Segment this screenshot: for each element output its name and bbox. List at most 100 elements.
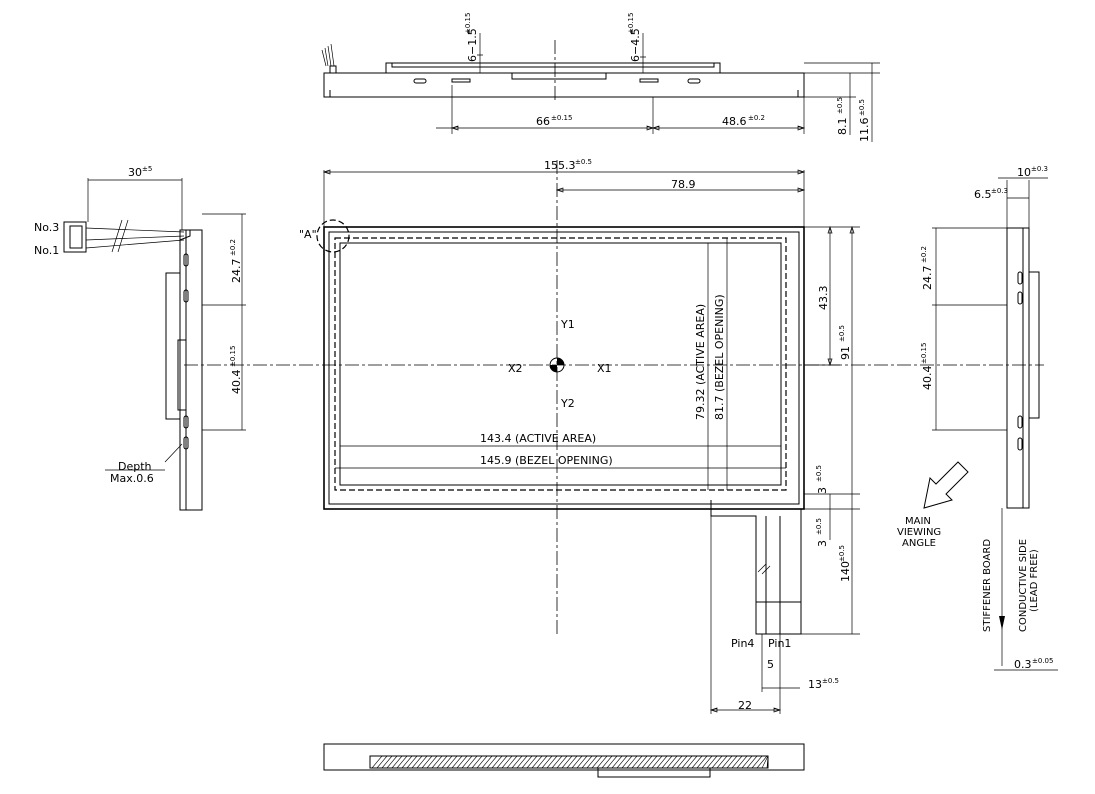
hatch-line: [696, 755, 708, 769]
dim-8-1-tol: ±0.5: [836, 97, 844, 114]
no1-label: No.1: [34, 244, 59, 257]
hatch-line: [766, 755, 769, 769]
stiffener-board-label: STIFFENER BOARD: [982, 539, 993, 632]
hatch-line: [406, 755, 418, 769]
hatch-line: [381, 755, 393, 769]
hatch-line: [441, 755, 453, 769]
hatch-line: [421, 755, 433, 769]
dim-40-4: 40.4: [230, 370, 243, 395]
axis-y1: Y1: [560, 318, 575, 331]
hatch-line: [451, 755, 463, 769]
hatch-line: [701, 755, 713, 769]
dim-22: 22: [738, 699, 752, 712]
hatch-line: [376, 755, 388, 769]
dim-30-tol: ±5: [142, 165, 152, 173]
dim-10-tol: ±0.3: [1031, 165, 1048, 173]
dim-155-3: 155.3: [544, 159, 576, 172]
dim-10: 10: [1017, 166, 1031, 179]
hatch-line: [666, 755, 678, 769]
hatch-line: [386, 755, 398, 769]
hatch-line: [761, 755, 769, 769]
hatch-line: [651, 755, 663, 769]
dim-6-4-5: 6−4.5: [629, 28, 642, 62]
hatch-line: [511, 755, 523, 769]
axis-y2: Y2: [560, 397, 575, 410]
dim-3-bottom-tol: ±0.5: [815, 518, 823, 535]
hatch-line: [531, 755, 543, 769]
dim-3-bottom: 3: [816, 540, 829, 547]
hatch-line: [706, 755, 718, 769]
dim-40-4-tol: ±0.15: [229, 346, 237, 367]
front-view: [184, 160, 1044, 714]
conductive-side-label: CONDUCTIVE SIDE: [1018, 539, 1029, 632]
hatch-line: [561, 755, 573, 769]
hatch-line: [616, 755, 628, 769]
dim-6-5: 6.5: [974, 188, 992, 201]
hatch-line: [741, 755, 753, 769]
hatch-line: [391, 755, 403, 769]
dim-24-7: 24.7: [230, 259, 243, 284]
hatch-line: [431, 755, 443, 769]
dim-140: 140: [839, 561, 852, 582]
hatch-line: [731, 755, 743, 769]
hatch-line: [626, 755, 638, 769]
hatch-line: [571, 755, 583, 769]
front-view-labels: 155.3 ±0.5 78.9 "A" 43.3 91 ±0.5 Y1 Y2 X…: [299, 158, 852, 712]
hatch-line: [596, 755, 608, 769]
dim-91: 91: [839, 346, 852, 360]
hatch-line: [526, 755, 538, 769]
hatch-line: [491, 755, 503, 769]
top-view-labels: 6−1.5 ±0.15 6−4.5 ±0.15 66 ±0.15 48.6 ±0…: [464, 13, 871, 142]
hatch-line: [581, 755, 593, 769]
top-view: [321, 33, 880, 142]
dim-24-7-right-tol: ±0.2: [920, 246, 928, 263]
no3-label: No.3: [34, 221, 59, 234]
main-viewing-label-1: MAIN: [905, 516, 931, 527]
hatch-line: [711, 755, 723, 769]
active-area-height: 79.32 (ACTIVE AREA): [694, 304, 707, 420]
hatch-line: [501, 755, 513, 769]
hatch-line: [621, 755, 633, 769]
main-viewing-label-3: ANGLE: [902, 538, 936, 549]
hatch-line: [471, 755, 483, 769]
active-area-width: 143.4 (ACTIVE AREA): [480, 432, 596, 445]
hatch-line: [681, 755, 693, 769]
pin1-label: Pin1: [768, 637, 791, 650]
hatch-line: [476, 755, 488, 769]
hatch-line: [646, 755, 658, 769]
hatch-line: [691, 755, 703, 769]
hatch-line: [486, 755, 498, 769]
hatch-line: [641, 755, 653, 769]
dim-6-1-5-tol: ±0.15: [464, 13, 472, 34]
hatch-line: [426, 755, 438, 769]
hatch-line: [721, 755, 733, 769]
hatch-line: [371, 755, 383, 769]
hatch-line: [716, 755, 728, 769]
bezel-opening-width: 145.9 (BEZEL OPENING): [480, 454, 613, 467]
dim-24-7-tol: ±0.2: [229, 239, 237, 256]
dim-91-tol: ±0.5: [838, 325, 846, 342]
dim-48-6: 48.6: [722, 115, 747, 128]
hatch-line: [396, 755, 408, 769]
hatch-line: [481, 755, 493, 769]
axis-x1: X1: [597, 362, 612, 375]
hatch-line: [606, 755, 618, 769]
dim-13: 13: [808, 678, 822, 691]
dim-0-3-tol: ±0.05: [1032, 657, 1053, 665]
hatch-line: [636, 755, 648, 769]
left-view: [63, 178, 246, 511]
hatch-line: [506, 755, 518, 769]
dim-30: 30: [128, 166, 142, 179]
hatch-line: [676, 755, 688, 769]
bezel-opening-height: 81.7 (BEZEL OPENING): [713, 294, 726, 420]
hatch-line: [551, 755, 563, 769]
hatch-line: [586, 755, 598, 769]
bottom-view: [323, 743, 805, 778]
hatch-line: [576, 755, 588, 769]
hatch-line: [611, 755, 623, 769]
dim-6-4-5-tol: ±0.15: [627, 13, 635, 34]
hatch-line: [656, 755, 668, 769]
dim-78-9: 78.9: [671, 178, 696, 191]
hatch-line: [466, 755, 478, 769]
right-view: [923, 177, 1058, 671]
